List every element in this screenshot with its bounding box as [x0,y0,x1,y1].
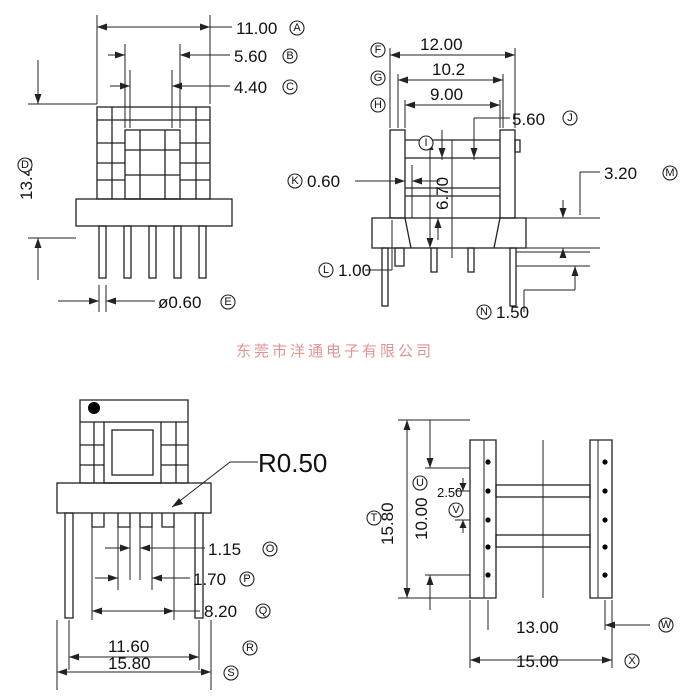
svg-text:H: H [374,99,382,111]
marker-v: V [448,502,464,518]
svg-text:S: S [227,667,234,679]
svg-text:O: O [266,543,275,555]
dim-h-value: 9.00 [430,85,463,104]
svg-text:L: L [323,264,329,276]
marker-k: K [287,173,303,189]
marker-a: A [289,20,305,36]
svg-text:C: C [286,81,294,93]
marker-g: G [370,70,386,86]
dim-i-value: 6.70 [433,177,452,210]
svg-text:Q: Q [259,605,268,617]
dim-q-value: 8.20 [204,602,237,621]
dim-t-value: 15.80 [378,502,397,545]
marker-j: J [562,110,578,126]
marker-e: E [220,294,236,310]
dim-n-value: 1.50 [496,303,529,322]
dim-x-value: 15.00 [516,652,559,671]
marker-u: U [412,475,428,491]
marker-n: N [476,304,492,320]
front-view [28,15,233,312]
dim-v-value: 2.50 [437,485,462,500]
dim-e-value: ø0.60 [158,293,201,312]
dim-c-value: 4.40 [234,78,267,97]
dim-g-value: 10.2 [432,60,465,79]
svg-text:N: N [480,306,488,318]
marker-q: Q [255,603,271,619]
bottom-view [56,399,258,690]
svg-text:P: P [243,573,250,585]
svg-text:A: A [293,22,301,34]
plan-view [398,419,650,668]
svg-text:T: T [371,512,378,524]
dim-f-value: 12.00 [420,35,463,54]
svg-text:X: X [628,655,636,667]
marker-x: X [624,653,640,669]
marker-d: D [17,157,33,173]
svg-text:D: D [21,159,29,171]
svg-text:M: M [665,167,674,179]
dimension-labels: 11.00 5.60 4.40 13.40 ø0.60 12.00 10.2 9… [17,19,637,673]
marker-c: C [282,79,298,95]
marker-i: I [418,135,434,151]
dim-b-value: 5.60 [234,47,267,66]
svg-text:U: U [416,477,424,489]
marker-s: S [223,665,239,681]
marker-h: H [370,97,386,113]
dim-r-value: 11.60 [108,637,149,656]
marker-p: P [239,571,255,587]
svg-text:W: W [661,619,672,631]
dim-j-value: 5.60 [512,110,545,129]
marker-o: O [262,541,278,557]
marker-f: F [370,42,386,58]
marker-r: R [242,640,258,656]
dim-k-value: 0.60 [307,172,340,191]
dim-w-value: 13.00 [516,618,559,637]
svg-text:I: I [424,137,427,149]
marker-l: L [318,262,334,278]
radius-label: R0.50 [258,448,327,478]
svg-text:V: V [452,504,460,516]
marker-t: T [366,510,382,526]
dim-l-value: 1.00 [338,261,371,280]
dim-p-value: 1.70 [193,570,226,589]
svg-text:J: J [567,112,573,124]
company-watermark: 东莞市洋通电子有限公司 [236,342,434,360]
svg-text:R: R [246,642,254,654]
dim-s-value: 15.80 [108,654,151,673]
marker-w: W [658,617,674,633]
side-view [355,48,600,312]
dim-m-value: 3.20 [604,164,637,183]
svg-text:E: E [224,296,231,308]
dim-o-value: 1.15 [208,540,241,559]
dim-u-value: 10.00 [412,497,431,540]
marker-m: M [662,165,678,181]
reference-markers: A B C D E F G H I J K L M N O P Q R S T … [17,20,678,681]
dim-a-value: 11.00 [236,19,277,38]
svg-text:B: B [286,50,293,62]
svg-text:G: G [374,72,383,84]
svg-text:K: K [291,175,299,187]
marker-b: B [282,48,298,64]
svg-text:F: F [375,44,382,56]
